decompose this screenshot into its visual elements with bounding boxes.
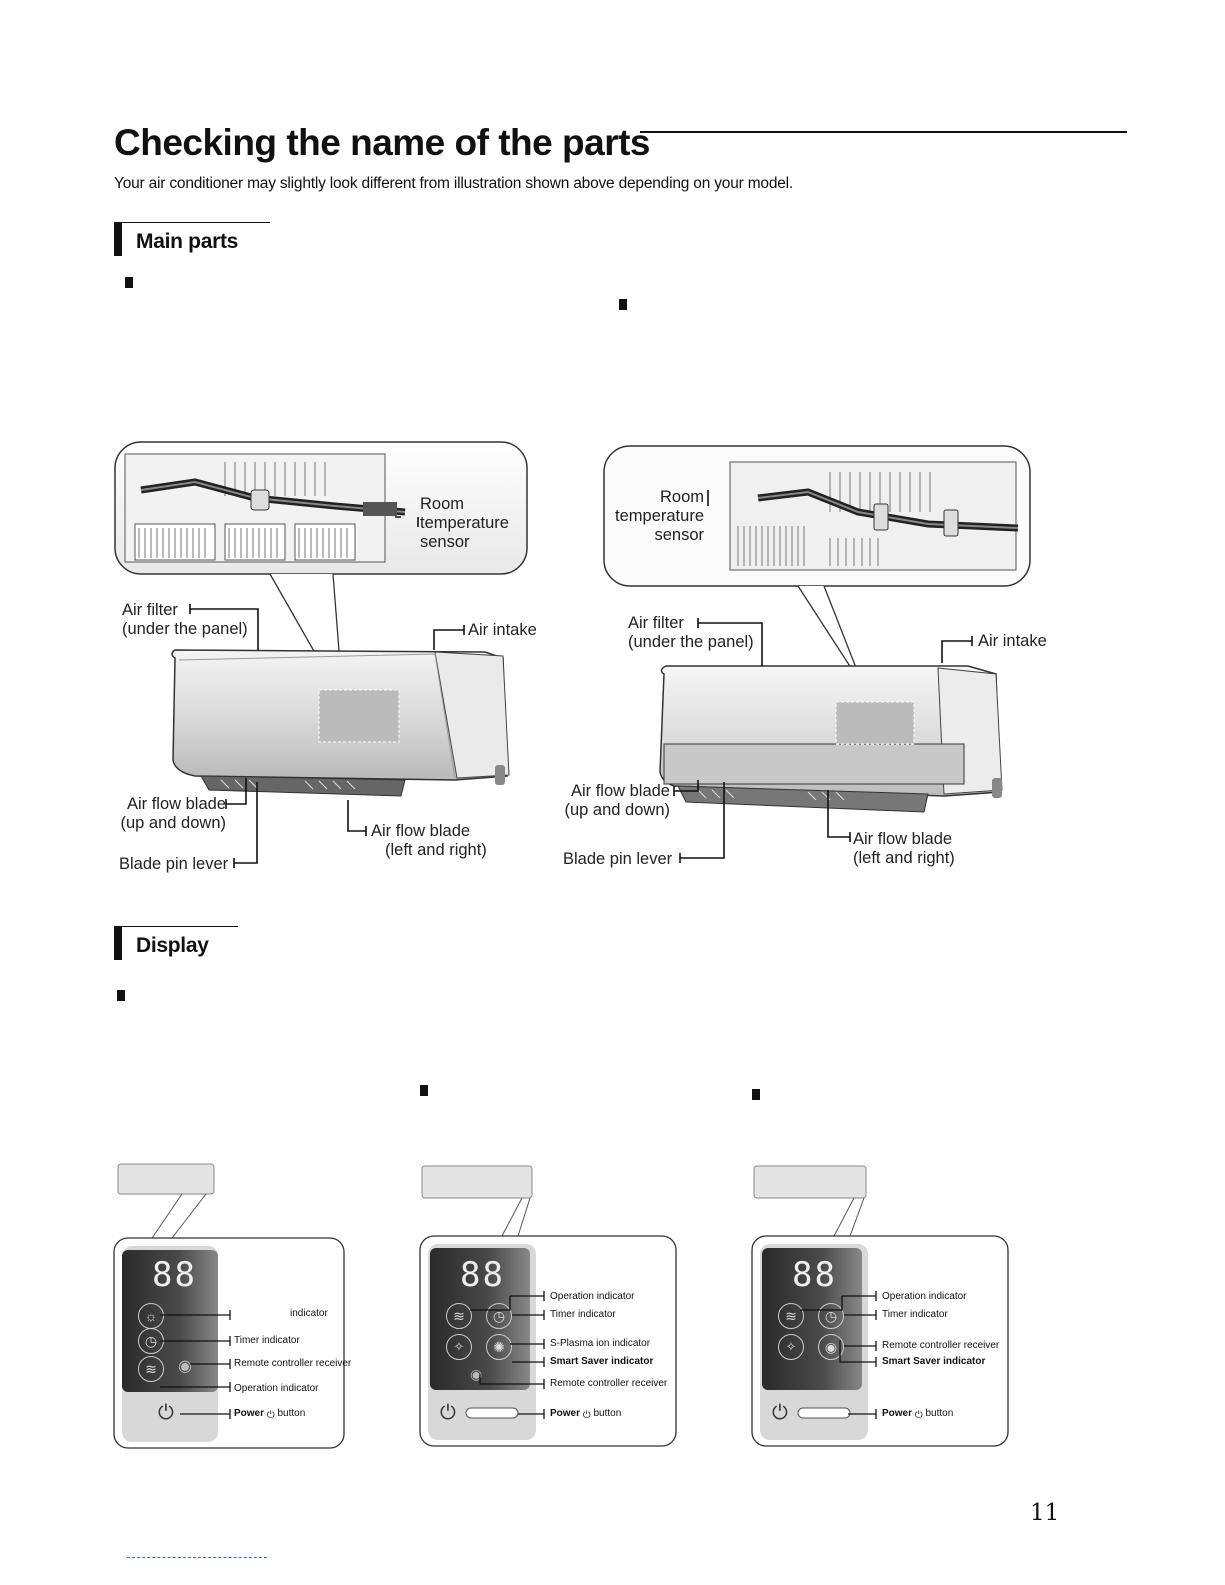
section-bar bbox=[114, 222, 122, 256]
smart-saver-icon: ✺ bbox=[486, 1334, 512, 1360]
bullet-marker bbox=[420, 1085, 428, 1096]
bullet-marker bbox=[125, 277, 133, 288]
indoor-unit-illustration-left bbox=[114, 441, 528, 797]
timer-clock-icon: ◷ bbox=[818, 1303, 844, 1329]
leader-lines-panel-2 bbox=[470, 1291, 545, 1419]
label-remote-receiver: Remote controller receiver bbox=[234, 1358, 352, 1369]
wifi-receiver-icon: ◉ bbox=[178, 1358, 192, 1375]
section-display-heading: Display bbox=[136, 934, 209, 957]
airflow-operation-icon: ≋ bbox=[446, 1303, 472, 1329]
bullet-marker bbox=[752, 1089, 760, 1100]
section-rule bbox=[122, 222, 270, 223]
power-icon: ⏻ bbox=[914, 1410, 923, 1421]
label-air-filter: Air filter (under the panel) bbox=[122, 601, 248, 638]
label-power-button: Power ⏻ button bbox=[550, 1408, 622, 1421]
section-display: Display bbox=[114, 926, 209, 960]
label-air-flow-blade-updown: Air flow blade (up and down) bbox=[120, 795, 227, 832]
leader-lines-right bbox=[673, 490, 973, 863]
label-air-intake: Air intake bbox=[468, 621, 537, 639]
leader-lines-panel-3 bbox=[800, 1291, 877, 1419]
label-air-filter-right: Air filter (under the panel) bbox=[628, 614, 754, 651]
seven-segment-display: 88 bbox=[152, 1255, 197, 1295]
label-timer-indicator: Timer indicator bbox=[882, 1309, 948, 1320]
label-blade-pin-lever-right: Blade pin lever bbox=[563, 850, 673, 868]
label-power-button: Power ⏻ button bbox=[234, 1408, 306, 1421]
seven-segment-display: 88 bbox=[792, 1255, 837, 1295]
section-main-parts: Main parts bbox=[114, 222, 238, 256]
section-bar bbox=[114, 926, 122, 960]
label-air-flow-blade-leftright-right: Air flow blade (left and right) bbox=[853, 830, 955, 867]
label-air-intake-right: Air intake bbox=[978, 632, 1047, 650]
airflow-operation-icon: ≋ bbox=[778, 1303, 804, 1329]
label-timer-indicator: Timer indicator bbox=[550, 1309, 616, 1320]
power-button[interactable]: ⏻ bbox=[440, 1402, 456, 1424]
bullet-marker bbox=[117, 990, 125, 1001]
bullet-marker bbox=[619, 299, 627, 310]
power-button[interactable]: ⏻ bbox=[772, 1402, 788, 1424]
label-remote-receiver: Remote controller receiver bbox=[550, 1378, 668, 1389]
power-icon: ⏻ bbox=[582, 1410, 591, 1421]
label-smart-saver-indicator: Smart Saver indicator bbox=[882, 1356, 986, 1367]
label-timer-indicator: Timer indicator bbox=[234, 1335, 300, 1346]
splasma-icon: ✧ bbox=[446, 1334, 472, 1360]
label-blade-pin-lever: Blade pin lever bbox=[119, 855, 229, 873]
wifi-receiver-icon: ◉ bbox=[818, 1334, 844, 1360]
title-rule bbox=[640, 131, 1127, 133]
power-icon: ⏻ bbox=[266, 1410, 275, 1421]
label-operation-indicator: Operation indicator bbox=[882, 1291, 967, 1302]
label-splasma-indicator: S-Plasma ion indicator bbox=[550, 1338, 651, 1349]
label-operation-indicator: Operation indicator bbox=[550, 1291, 635, 1302]
label-air-flow-blade-updown-right: Air flow blade (up and down) bbox=[564, 782, 671, 819]
indoor-unit-illustration-right bbox=[603, 445, 1031, 813]
label-smart-saver-indicator: Smart Saver indicator bbox=[550, 1356, 654, 1367]
leader-lines-panel-1 bbox=[160, 1310, 231, 1419]
page-subtitle: Your air conditioner may slightly look d… bbox=[114, 175, 794, 192]
label-indicator: indicator bbox=[290, 1308, 328, 1319]
page-number: 11 bbox=[1030, 1500, 1060, 1526]
seven-segment-display: 88 bbox=[460, 1255, 505, 1295]
section-main-parts-heading: Main parts bbox=[136, 230, 239, 253]
leader-lines-left bbox=[189, 517, 465, 868]
section-rule bbox=[122, 926, 238, 927]
power-button[interactable]: ⏻ bbox=[158, 1402, 174, 1424]
label-remote-receiver: Remote controller receiver bbox=[882, 1340, 1000, 1351]
label-room-temperature-sensor: Room temperature sensor bbox=[420, 495, 509, 551]
splasma-icon: ✧ bbox=[778, 1334, 804, 1360]
footer-rule bbox=[127, 1557, 267, 1558]
label-operation-indicator: Operation indicator bbox=[234, 1383, 319, 1394]
wifi-receiver-icon: ◉ bbox=[470, 1366, 483, 1382]
airflow-operation-icon: ≋ bbox=[138, 1356, 164, 1382]
label-room-temperature-sensor-right: Room temperature sensor bbox=[615, 488, 704, 544]
page-title: Checking the name of the parts bbox=[114, 122, 651, 163]
label-air-flow-blade-leftright: Air flow blade (left and right) bbox=[371, 822, 487, 859]
label-power-button: Power ⏻ button bbox=[882, 1408, 954, 1421]
timer-clock-icon: ◷ bbox=[486, 1303, 512, 1329]
